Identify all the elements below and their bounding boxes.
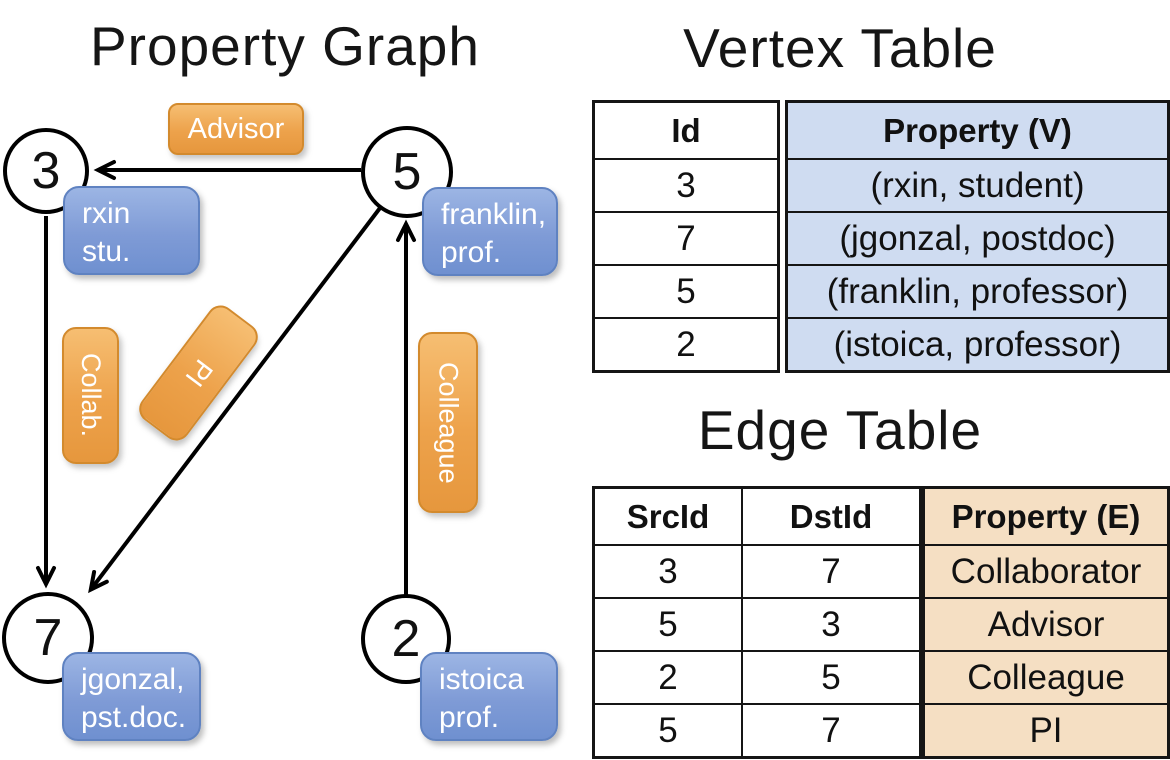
node-property-line: prof. bbox=[441, 236, 502, 269]
edge-table-cell: Collaborator bbox=[925, 544, 1167, 597]
vertex-table-property-column: Property (V) (rxin, student) (jgonzal, p… bbox=[785, 100, 1170, 373]
edge-label-advisor: Advisor bbox=[168, 103, 304, 155]
edge-table-property-column: Property (E) Collaborator Advisor Collea… bbox=[922, 486, 1170, 759]
vertex-table-cell: 2 bbox=[595, 317, 777, 370]
edge-table-cell: 7 bbox=[741, 703, 919, 756]
edge-table-id-columns: SrcId DstId 3 7 5 3 2 5 5 7 bbox=[592, 486, 922, 759]
edge-label-pi-text: PI bbox=[179, 354, 219, 393]
node-id-5: 5 bbox=[392, 143, 422, 201]
edge-label-colleague: Colleague bbox=[418, 332, 478, 513]
property-graph-panel: Property Graph Advisor Collab. PI Collea… bbox=[2, 15, 558, 741]
tables-panel: Vertex Table Id 3 7 5 2 Property (V) (rx… bbox=[585, 0, 1170, 760]
vertex-table-cell: 7 bbox=[595, 211, 777, 264]
vertex-table-header-property: Property (V) bbox=[788, 103, 1167, 158]
node-property-line: pst.doc. bbox=[81, 701, 187, 734]
edge-table-cell: 5 bbox=[741, 650, 919, 703]
edge-table-header-property: Property (E) bbox=[925, 489, 1167, 544]
edge-table-cell: 5 bbox=[595, 597, 741, 650]
vertex-table-header-id: Id bbox=[671, 111, 701, 149]
edge-table-cell: Colleague bbox=[925, 650, 1167, 703]
property-graph-title: Property Graph bbox=[89, 15, 480, 77]
edge-line-5-7 bbox=[88, 206, 382, 594]
vertex-table-cell: (rxin, student) bbox=[788, 158, 1167, 211]
node-id-7: 7 bbox=[33, 609, 63, 667]
node-circle-2: 2 bbox=[361, 594, 451, 684]
node-property-line: istoica bbox=[439, 663, 525, 696]
edge-table-cell: 2 bbox=[595, 650, 741, 703]
vertex-table-cell: (istoica, professor) bbox=[788, 317, 1167, 370]
edge-label-colleague-text: Colleague bbox=[433, 361, 464, 484]
edge-table-title: Edge Table bbox=[697, 399, 983, 461]
vertex-table-cell: 3 bbox=[595, 158, 777, 211]
edge-table-header-srcid: SrcId bbox=[626, 497, 710, 535]
edge-table-cell: 3 bbox=[741, 597, 919, 650]
edge-label-advisor-text: Advisor bbox=[187, 112, 285, 145]
edge-table-cell: 3 bbox=[595, 544, 741, 597]
node-property-box-5: franklin, prof. bbox=[422, 187, 558, 276]
vertex-table-id-column: Id 3 7 5 2 bbox=[592, 100, 780, 373]
node-property-line: rxin bbox=[82, 197, 131, 230]
vertex-table-title: Vertex Table bbox=[683, 17, 997, 79]
node-property-line: prof. bbox=[439, 701, 500, 734]
edge-label-collab-text: Collab. bbox=[76, 353, 106, 438]
node-property-line: franklin, bbox=[441, 198, 547, 231]
edge-table-cell: 7 bbox=[741, 544, 919, 597]
graph-edges bbox=[36, 160, 416, 596]
edge-table-cell: 5 bbox=[595, 703, 741, 756]
node-property-line: stu. bbox=[82, 235, 131, 268]
edge-table-cell: Advisor bbox=[925, 597, 1167, 650]
vertex-table-cell: 5 bbox=[595, 264, 777, 317]
node-property-line: jgonzal, bbox=[81, 663, 185, 696]
node-id-3: 3 bbox=[31, 142, 61, 200]
node-id-2: 2 bbox=[391, 610, 421, 668]
node-property-box-2: istoica prof. bbox=[420, 652, 558, 741]
vertex-table-cell: (franklin, professor) bbox=[788, 264, 1167, 317]
edge-label-collab: Collab. bbox=[62, 327, 119, 464]
vertex-table-cell: (jgonzal, postdoc) bbox=[788, 211, 1167, 264]
edge-table-cell: PI bbox=[925, 703, 1167, 756]
node-property-box-7: jgonzal, pst.doc. bbox=[62, 652, 201, 741]
edge-table-header-dstid: DstId bbox=[741, 489, 919, 544]
node-circle-5: 5 bbox=[361, 126, 453, 218]
node-property-box-3: rxin stu. bbox=[63, 186, 200, 275]
